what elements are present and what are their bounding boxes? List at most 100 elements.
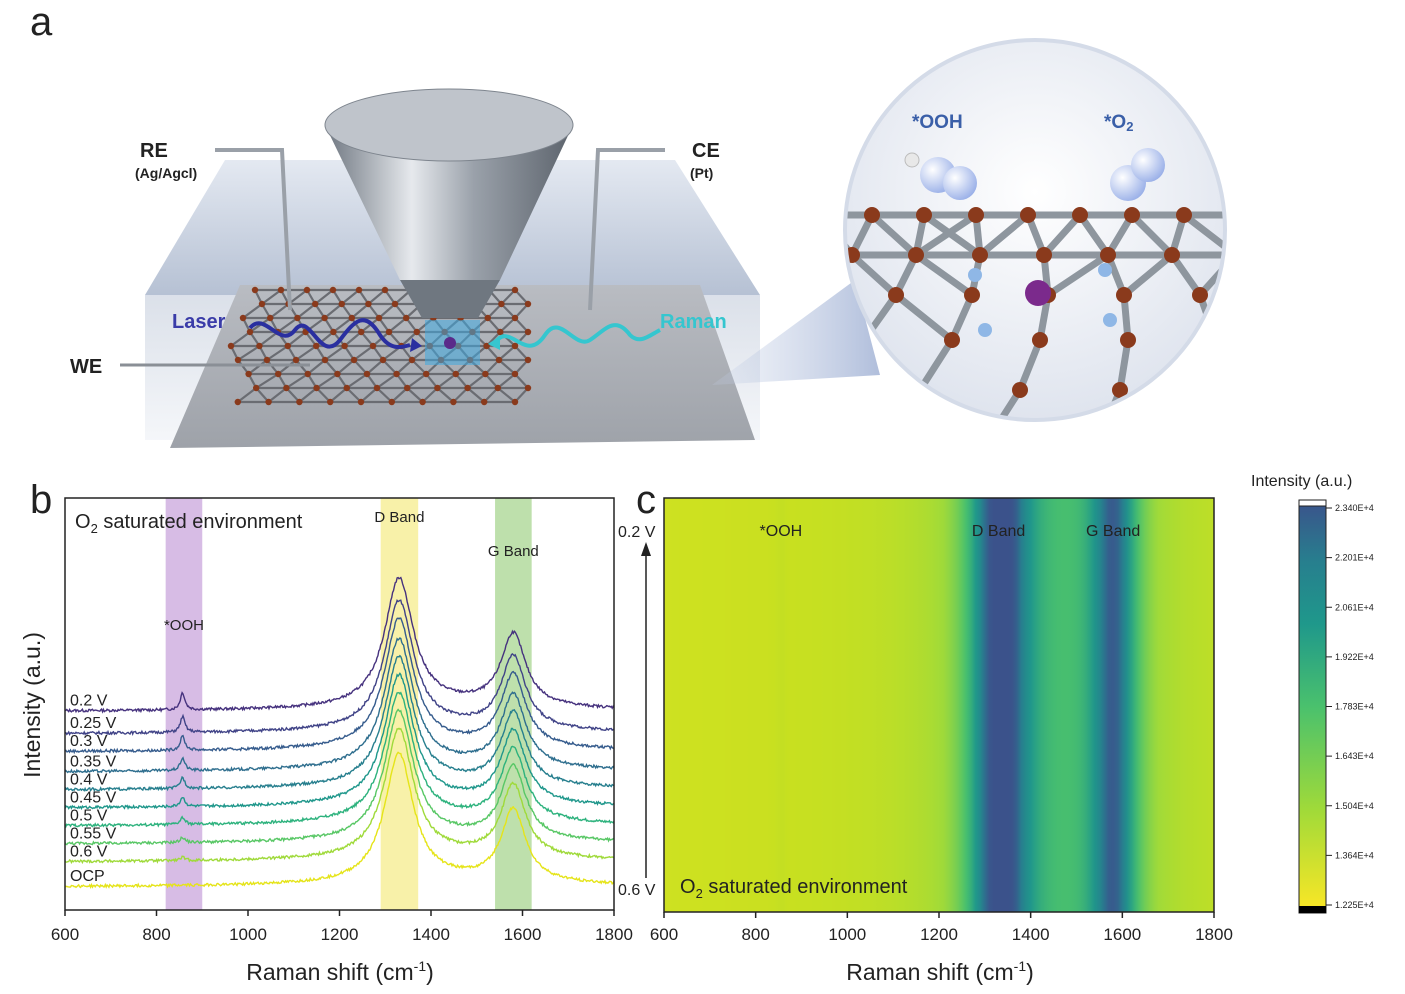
carbon-atom xyxy=(256,342,263,350)
carbon-atom xyxy=(524,300,532,308)
x-tick-label: 800 xyxy=(142,925,170,944)
carbon-atom xyxy=(313,342,320,350)
carbon-atom xyxy=(413,328,420,336)
carbon-atom xyxy=(379,356,387,364)
carbon-atom xyxy=(1120,332,1136,348)
spectrum-line xyxy=(64,654,615,793)
carbon-atom xyxy=(357,398,365,406)
carbon-atom xyxy=(1212,382,1225,398)
carbon-atom xyxy=(251,286,259,294)
carbon-atom xyxy=(327,398,334,406)
carbon-atom xyxy=(524,328,532,336)
ce-sub-label: (Pt) xyxy=(690,165,713,181)
carbon-atom xyxy=(263,356,271,364)
colorbar-tick-label: 2.201E+4 xyxy=(1335,553,1374,563)
carbon-atom xyxy=(343,384,350,392)
y-arrow-head-icon xyxy=(641,542,651,556)
carbon-atom xyxy=(381,286,389,294)
colorbar-tick-label: 1.922E+4 xyxy=(1335,652,1374,662)
x-tick-label: 1800 xyxy=(595,925,633,944)
carbon-atom xyxy=(321,314,328,322)
carbon-atom xyxy=(494,384,501,392)
carbon-atom xyxy=(980,432,996,448)
carbon-atom xyxy=(1116,287,1132,303)
carbon-atom xyxy=(239,314,247,322)
spectrum-line xyxy=(64,727,615,865)
plot-frame-b xyxy=(64,497,615,911)
carbon-atom xyxy=(812,207,828,223)
carbon-atom xyxy=(1164,247,1180,263)
band-highlight xyxy=(380,498,419,910)
carbon-atom xyxy=(258,300,266,308)
carbon-atom xyxy=(265,398,272,406)
active-site-dot xyxy=(444,337,456,349)
x-tick-label: 800 xyxy=(741,925,769,944)
carbon-atom xyxy=(434,384,441,392)
carbon-atom xyxy=(292,356,300,364)
carbon-atom xyxy=(369,342,377,350)
colorbar-tick-label: 1.225E+4 xyxy=(1335,900,1374,910)
carbon-atom xyxy=(511,314,519,322)
spectrum-line xyxy=(64,599,615,737)
colorbar-gradient xyxy=(1298,499,1327,914)
carbon-atom xyxy=(341,342,348,350)
band-label: *OOH xyxy=(760,523,803,540)
spectrum-line xyxy=(64,637,615,774)
colorbar-bottom-cap xyxy=(1299,906,1326,913)
carbon-atom xyxy=(968,207,984,223)
carbon-atom xyxy=(373,384,381,392)
carbon-atom xyxy=(403,314,410,322)
carbon-atom xyxy=(1012,382,1028,398)
colorbar-tick-label: 2.061E+4 xyxy=(1335,602,1374,612)
raman-label: Raman xyxy=(660,311,727,333)
counter-electrode xyxy=(588,148,665,311)
spectrum-line xyxy=(64,576,615,714)
series-label: 0.35 V xyxy=(70,753,117,770)
series-label: OCP xyxy=(70,868,105,885)
carbon-atom xyxy=(916,207,932,223)
carbon-atom xyxy=(1112,382,1128,398)
series-label: 0.25 V xyxy=(70,715,117,732)
carbon-atom xyxy=(391,300,399,308)
carbon-atom xyxy=(812,287,828,303)
carbon-atom xyxy=(234,398,241,406)
carbon-atom xyxy=(1228,207,1244,223)
x-axis-label-c: Raman shift (cm-1) xyxy=(846,958,1034,985)
carbon-atom xyxy=(363,370,371,378)
y-axis-label-b: Intensity (a.u.) xyxy=(19,632,45,778)
carbon-atom xyxy=(511,370,519,378)
panel-label-a: a xyxy=(30,0,53,44)
carbon-atom xyxy=(864,207,880,223)
colorbar-tick-label: 1.504E+4 xyxy=(1335,801,1374,811)
carbon-atom xyxy=(450,398,457,406)
series-label: 0.3 V xyxy=(70,733,108,750)
nitrogen-atom xyxy=(968,268,982,282)
carbon-atom xyxy=(888,287,904,303)
carbon-atom xyxy=(283,384,290,392)
ooh-molecule-icon xyxy=(904,152,977,200)
x-tick-label: 600 xyxy=(650,925,678,944)
colorbar-title: Intensity (a.u.) xyxy=(1251,473,1352,490)
carbon-atom xyxy=(294,314,301,322)
zoom-ooh-label: *OOH xyxy=(912,112,963,133)
carbon-atom xyxy=(1208,332,1224,348)
carbon-atom xyxy=(393,370,400,378)
carbon-atom xyxy=(482,370,489,378)
carbon-atom xyxy=(1092,432,1108,448)
carbon-atom xyxy=(868,432,884,448)
carbon-atom xyxy=(944,332,960,348)
panel-label-c: c xyxy=(636,478,656,522)
objective-lens-icon xyxy=(324,88,574,318)
we-label: WE xyxy=(70,356,102,378)
heatmap-image xyxy=(664,498,1214,912)
carbon-atom xyxy=(313,384,320,392)
metal-site-atom xyxy=(1025,280,1051,306)
zoom-inset: *OOH *O2 xyxy=(812,38,1244,448)
laser-wave xyxy=(248,318,411,350)
carbon-atom xyxy=(329,286,337,294)
carbon-atom xyxy=(275,370,282,378)
carbon-atom xyxy=(245,370,252,378)
carbon-atom xyxy=(246,328,254,336)
colorbar-tick-label: 1.783E+4 xyxy=(1335,702,1374,712)
carbon-atom xyxy=(1204,432,1220,448)
